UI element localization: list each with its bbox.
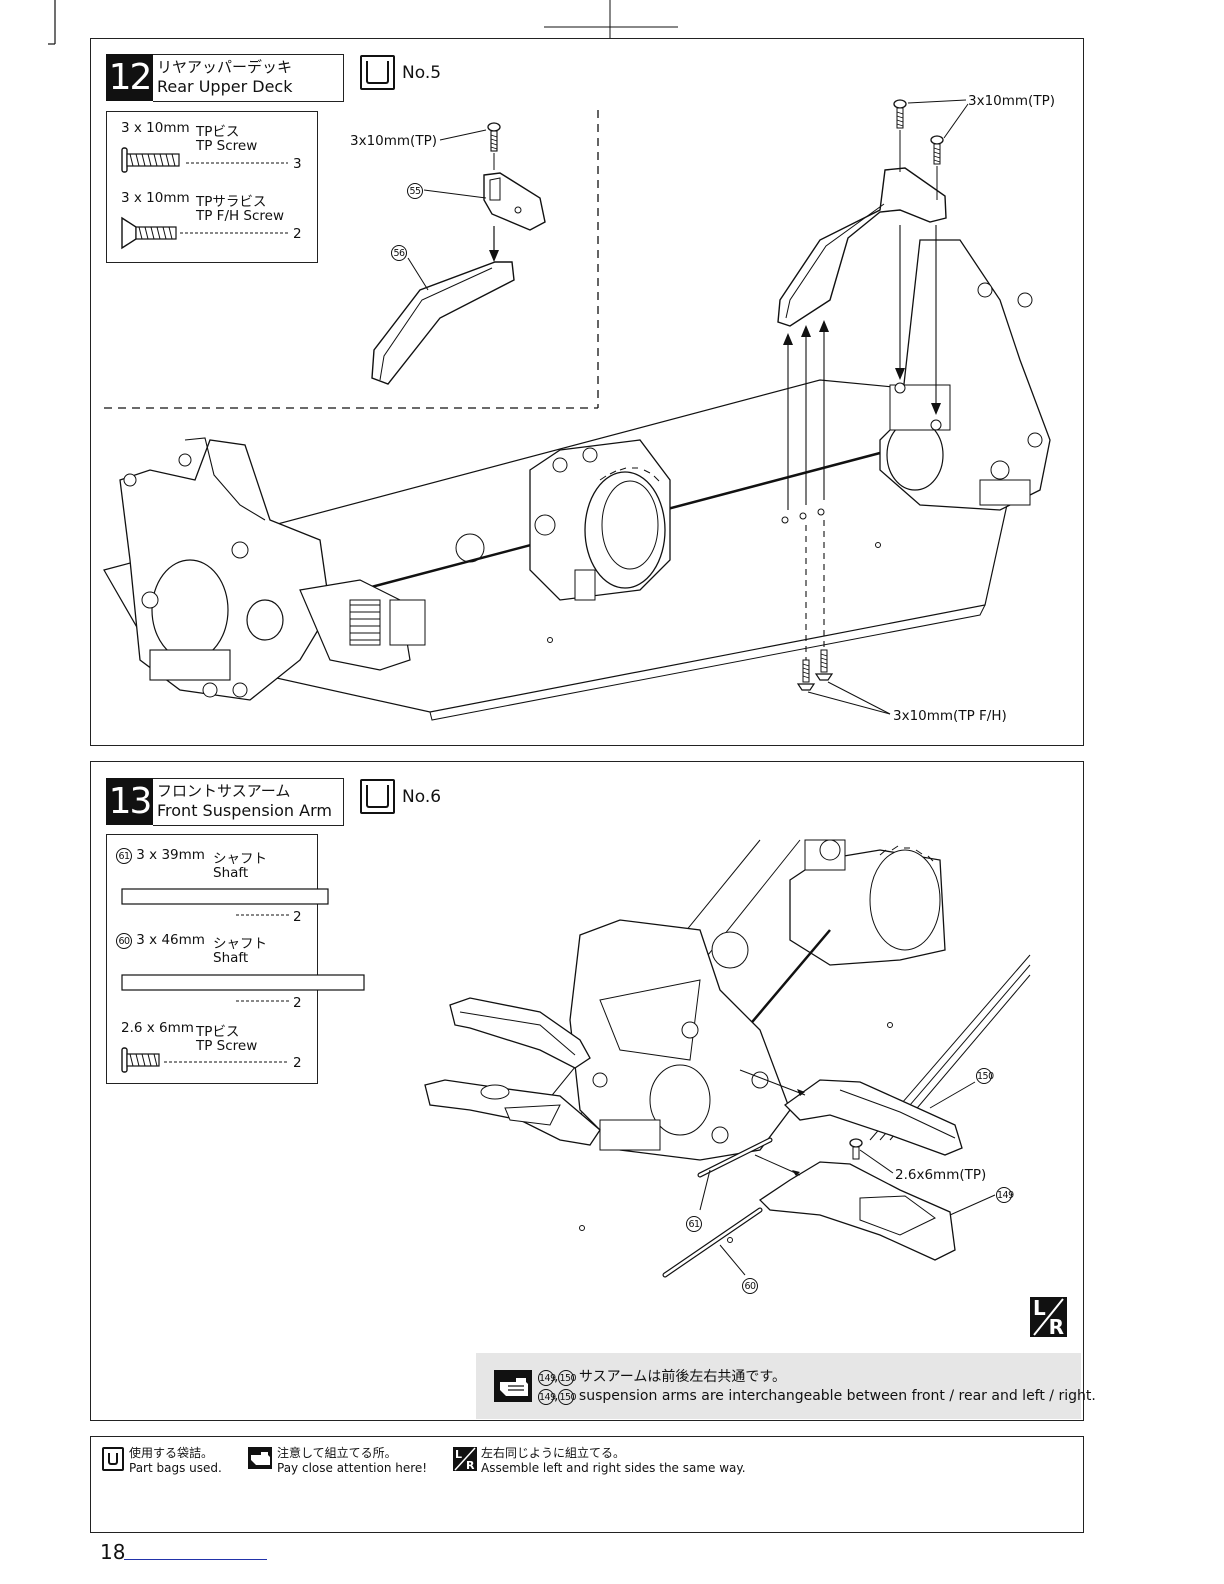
part-name-en: TP Screw xyxy=(196,138,258,154)
fh-screw-icon xyxy=(121,216,177,250)
step-12-title-jp: リヤアッパーデッキ xyxy=(157,58,293,76)
part-name-jp: TPサラビス xyxy=(196,194,267,210)
part-name-en: TP Screw xyxy=(196,1038,258,1054)
part-name-jp: シャフト xyxy=(213,936,267,952)
part-size: 2.6 x 6mm xyxy=(121,1020,194,1036)
step-13-panel xyxy=(90,761,1084,1421)
step-13-title-jp: フロントサスアーム xyxy=(157,782,291,800)
legend-bag: 使用する袋詰。 Part bags used. xyxy=(129,1446,222,1475)
step-12-chassis-drawing xyxy=(103,99,1051,721)
legend-left-right: 左右同じように組立てる。 Assemble left and right sid… xyxy=(481,1446,746,1475)
step-12-panel xyxy=(90,38,1084,746)
step-12-parts-box: 3 x 10mm TPビス TP Screw 3 3 x 10mm TPサラビス… xyxy=(106,111,318,263)
crop-marks xyxy=(48,0,678,45)
tp-screw-icon xyxy=(487,122,501,152)
step-13-title: フロントサスアーム Front Suspension Arm xyxy=(153,778,344,826)
part-size: 3 x 10mm xyxy=(121,190,190,206)
step-13-number: 13 xyxy=(106,778,153,825)
fh-screw-icon xyxy=(814,649,834,681)
tp-screw-icon xyxy=(893,99,907,129)
lr-symbol-icon: L R xyxy=(1030,1296,1067,1339)
page-number: 18 xyxy=(100,1540,126,1564)
note-line-jp: 149,150 サスアームは前後左右共通です。 xyxy=(538,1369,786,1386)
part-61-size: 61 3 x 39mm xyxy=(116,847,205,864)
pointing-hand-icon xyxy=(248,1447,272,1469)
step-12-inset-border xyxy=(104,110,599,409)
interchangeable-note: 149,150 サスアームは前後左右共通です。 149,150 suspensi… xyxy=(476,1353,1096,1419)
part-qty: 2 xyxy=(293,995,302,1011)
legend-panel xyxy=(90,1436,1084,1533)
part-name-en: Shaft xyxy=(213,865,249,881)
part-61-callout: 61 xyxy=(686,1212,702,1232)
part-60-callout: 60 xyxy=(742,1274,758,1294)
bottom-screw-label: 3x10mm(TP F/H) xyxy=(893,708,1007,724)
shaft-60-icon xyxy=(121,974,365,991)
part-name-jp: TPビス xyxy=(196,124,240,140)
part-55-callout: 55 xyxy=(407,179,423,199)
step-12-title: リヤアッパーデッキ Rear Upper Deck xyxy=(153,54,344,102)
svg-text:L: L xyxy=(455,1448,462,1461)
part-qty: 2 xyxy=(293,1055,302,1071)
pointing-hand-icon xyxy=(494,1370,532,1402)
part-name-en: TP F/H Screw xyxy=(196,208,285,224)
legend-attention: 注意して組立てる所。 Pay close attention here! xyxy=(277,1446,428,1475)
part-60-size: 60 3 x 46mm xyxy=(116,932,205,949)
step-12-number: 12 xyxy=(106,54,153,101)
inset-upper-deck-drawing xyxy=(371,122,546,385)
tp-screw-icon xyxy=(121,1047,160,1073)
part-150-callout: 150 xyxy=(976,1064,994,1084)
part-qty: 3 xyxy=(293,156,302,172)
step-13-title-en: Front Suspension Arm xyxy=(157,801,332,820)
page-number-rule xyxy=(124,1559,267,1560)
parts-screw-drawings xyxy=(121,147,288,250)
screw-26x6-label: 2.6x6mm(TP) xyxy=(895,1167,987,1183)
step-12-bag-label: No.5 xyxy=(402,63,442,83)
svg-text:R: R xyxy=(466,1459,475,1472)
tp-screw-icon xyxy=(930,135,944,165)
part-149-callout: 149 xyxy=(996,1183,1014,1203)
inset-screw-label: 3x10mm(TP) xyxy=(350,133,437,149)
part-name-jp: シャフト xyxy=(213,851,267,867)
part-name-en: Shaft xyxy=(213,950,249,966)
step-13-parts-drawings xyxy=(121,888,365,1073)
step-13-bag-label: No.6 xyxy=(402,787,442,807)
step-13-parts-box: 61 3 x 39mm シャフト Shaft 2 60 3 x 46mm シャフ… xyxy=(106,834,318,1084)
bag-icon xyxy=(360,779,395,814)
part-56-callout: 56 xyxy=(391,241,407,261)
note-line-en: 149,150 suspension arms are interchangea… xyxy=(538,1388,1096,1405)
bag-icon xyxy=(102,1447,124,1471)
top-screw-label: 3x10mm(TP) xyxy=(968,93,1055,109)
step-13-front-suspension-drawing xyxy=(424,839,1031,1278)
shaft-61-icon xyxy=(121,888,329,905)
fh-screw-icon xyxy=(796,659,816,691)
part-size: 3 x 10mm xyxy=(121,120,190,136)
part-name-jp: TPビス xyxy=(196,1024,240,1040)
bag-icon xyxy=(360,55,395,90)
step-12-title-en: Rear Upper Deck xyxy=(157,77,293,96)
part-qty: 2 xyxy=(293,909,302,925)
tp-screw-icon xyxy=(849,1138,863,1160)
tp-screw-icon xyxy=(121,147,180,173)
part-qty: 2 xyxy=(293,226,302,242)
lr-symbol-icon: L R xyxy=(453,1447,477,1472)
